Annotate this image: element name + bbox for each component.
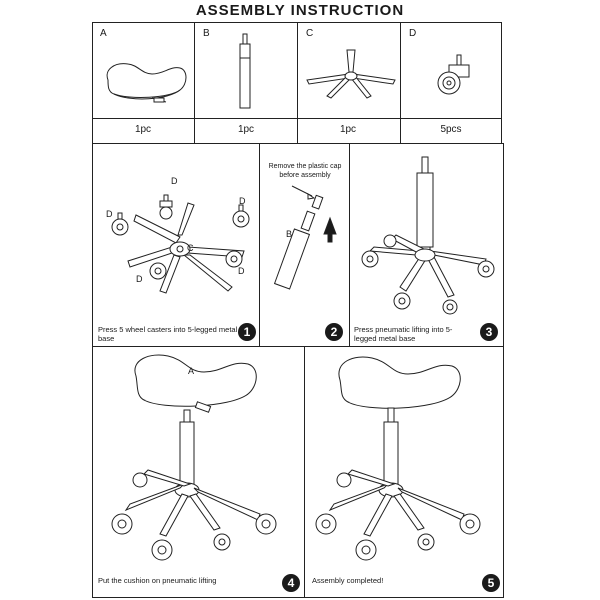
label-d: D bbox=[238, 266, 245, 276]
five-leg-base-icon bbox=[305, 50, 395, 100]
step-note: Remove the plastic cap before assembly bbox=[268, 163, 342, 179]
step-5-panel bbox=[304, 346, 504, 598]
part-quantity: 1pc bbox=[237, 124, 255, 135]
step-number-badge: 5 bbox=[482, 574, 500, 592]
base-with-cylinder-icon bbox=[354, 155, 500, 315]
label-d: D bbox=[136, 274, 143, 284]
label-c: C bbox=[187, 243, 194, 253]
part-quantity: 1pc bbox=[134, 124, 152, 135]
page-title: ASSEMBLY INSTRUCTION bbox=[195, 2, 405, 19]
step-caption: Press pneumatic lifting into 5-legged me… bbox=[354, 325, 453, 343]
part-letter: A bbox=[100, 28, 107, 39]
divider bbox=[92, 118, 502, 119]
caster-wheel-icon bbox=[435, 55, 475, 97]
label-d: D bbox=[239, 196, 246, 206]
label-d: D bbox=[171, 176, 178, 186]
saddle-cushion-icon bbox=[100, 40, 190, 110]
part-letter: B bbox=[203, 28, 210, 39]
completed-stool-icon bbox=[308, 352, 503, 572]
step-caption: Assembly completed! bbox=[312, 576, 384, 585]
label-d: D bbox=[106, 209, 113, 219]
cylinder-cap-removal-icon bbox=[262, 184, 347, 304]
step-caption: Press 5 wheel casters into 5-legged meta… bbox=[98, 325, 238, 343]
stool-assembly-icon bbox=[100, 352, 300, 572]
divider bbox=[400, 22, 401, 144]
gas-cylinder-icon bbox=[235, 34, 255, 114]
divider bbox=[297, 22, 298, 144]
label-b: B bbox=[286, 229, 293, 239]
step-number-badge: 2 bbox=[325, 323, 343, 341]
part-letter: D bbox=[409, 28, 417, 39]
base-with-casters-icon bbox=[100, 185, 255, 305]
step-caption: Put the cushion on pneumatic lifting bbox=[98, 576, 217, 585]
divider bbox=[194, 22, 195, 144]
part-quantity: 1pc bbox=[339, 124, 357, 135]
part-letter: C bbox=[306, 28, 314, 39]
part-quantity: 5pcs bbox=[440, 124, 462, 135]
step-number-badge: 4 bbox=[282, 574, 300, 592]
label-a: A bbox=[188, 366, 195, 376]
step-number-badge: 3 bbox=[480, 323, 498, 341]
step-number-badge: 1 bbox=[238, 323, 256, 341]
